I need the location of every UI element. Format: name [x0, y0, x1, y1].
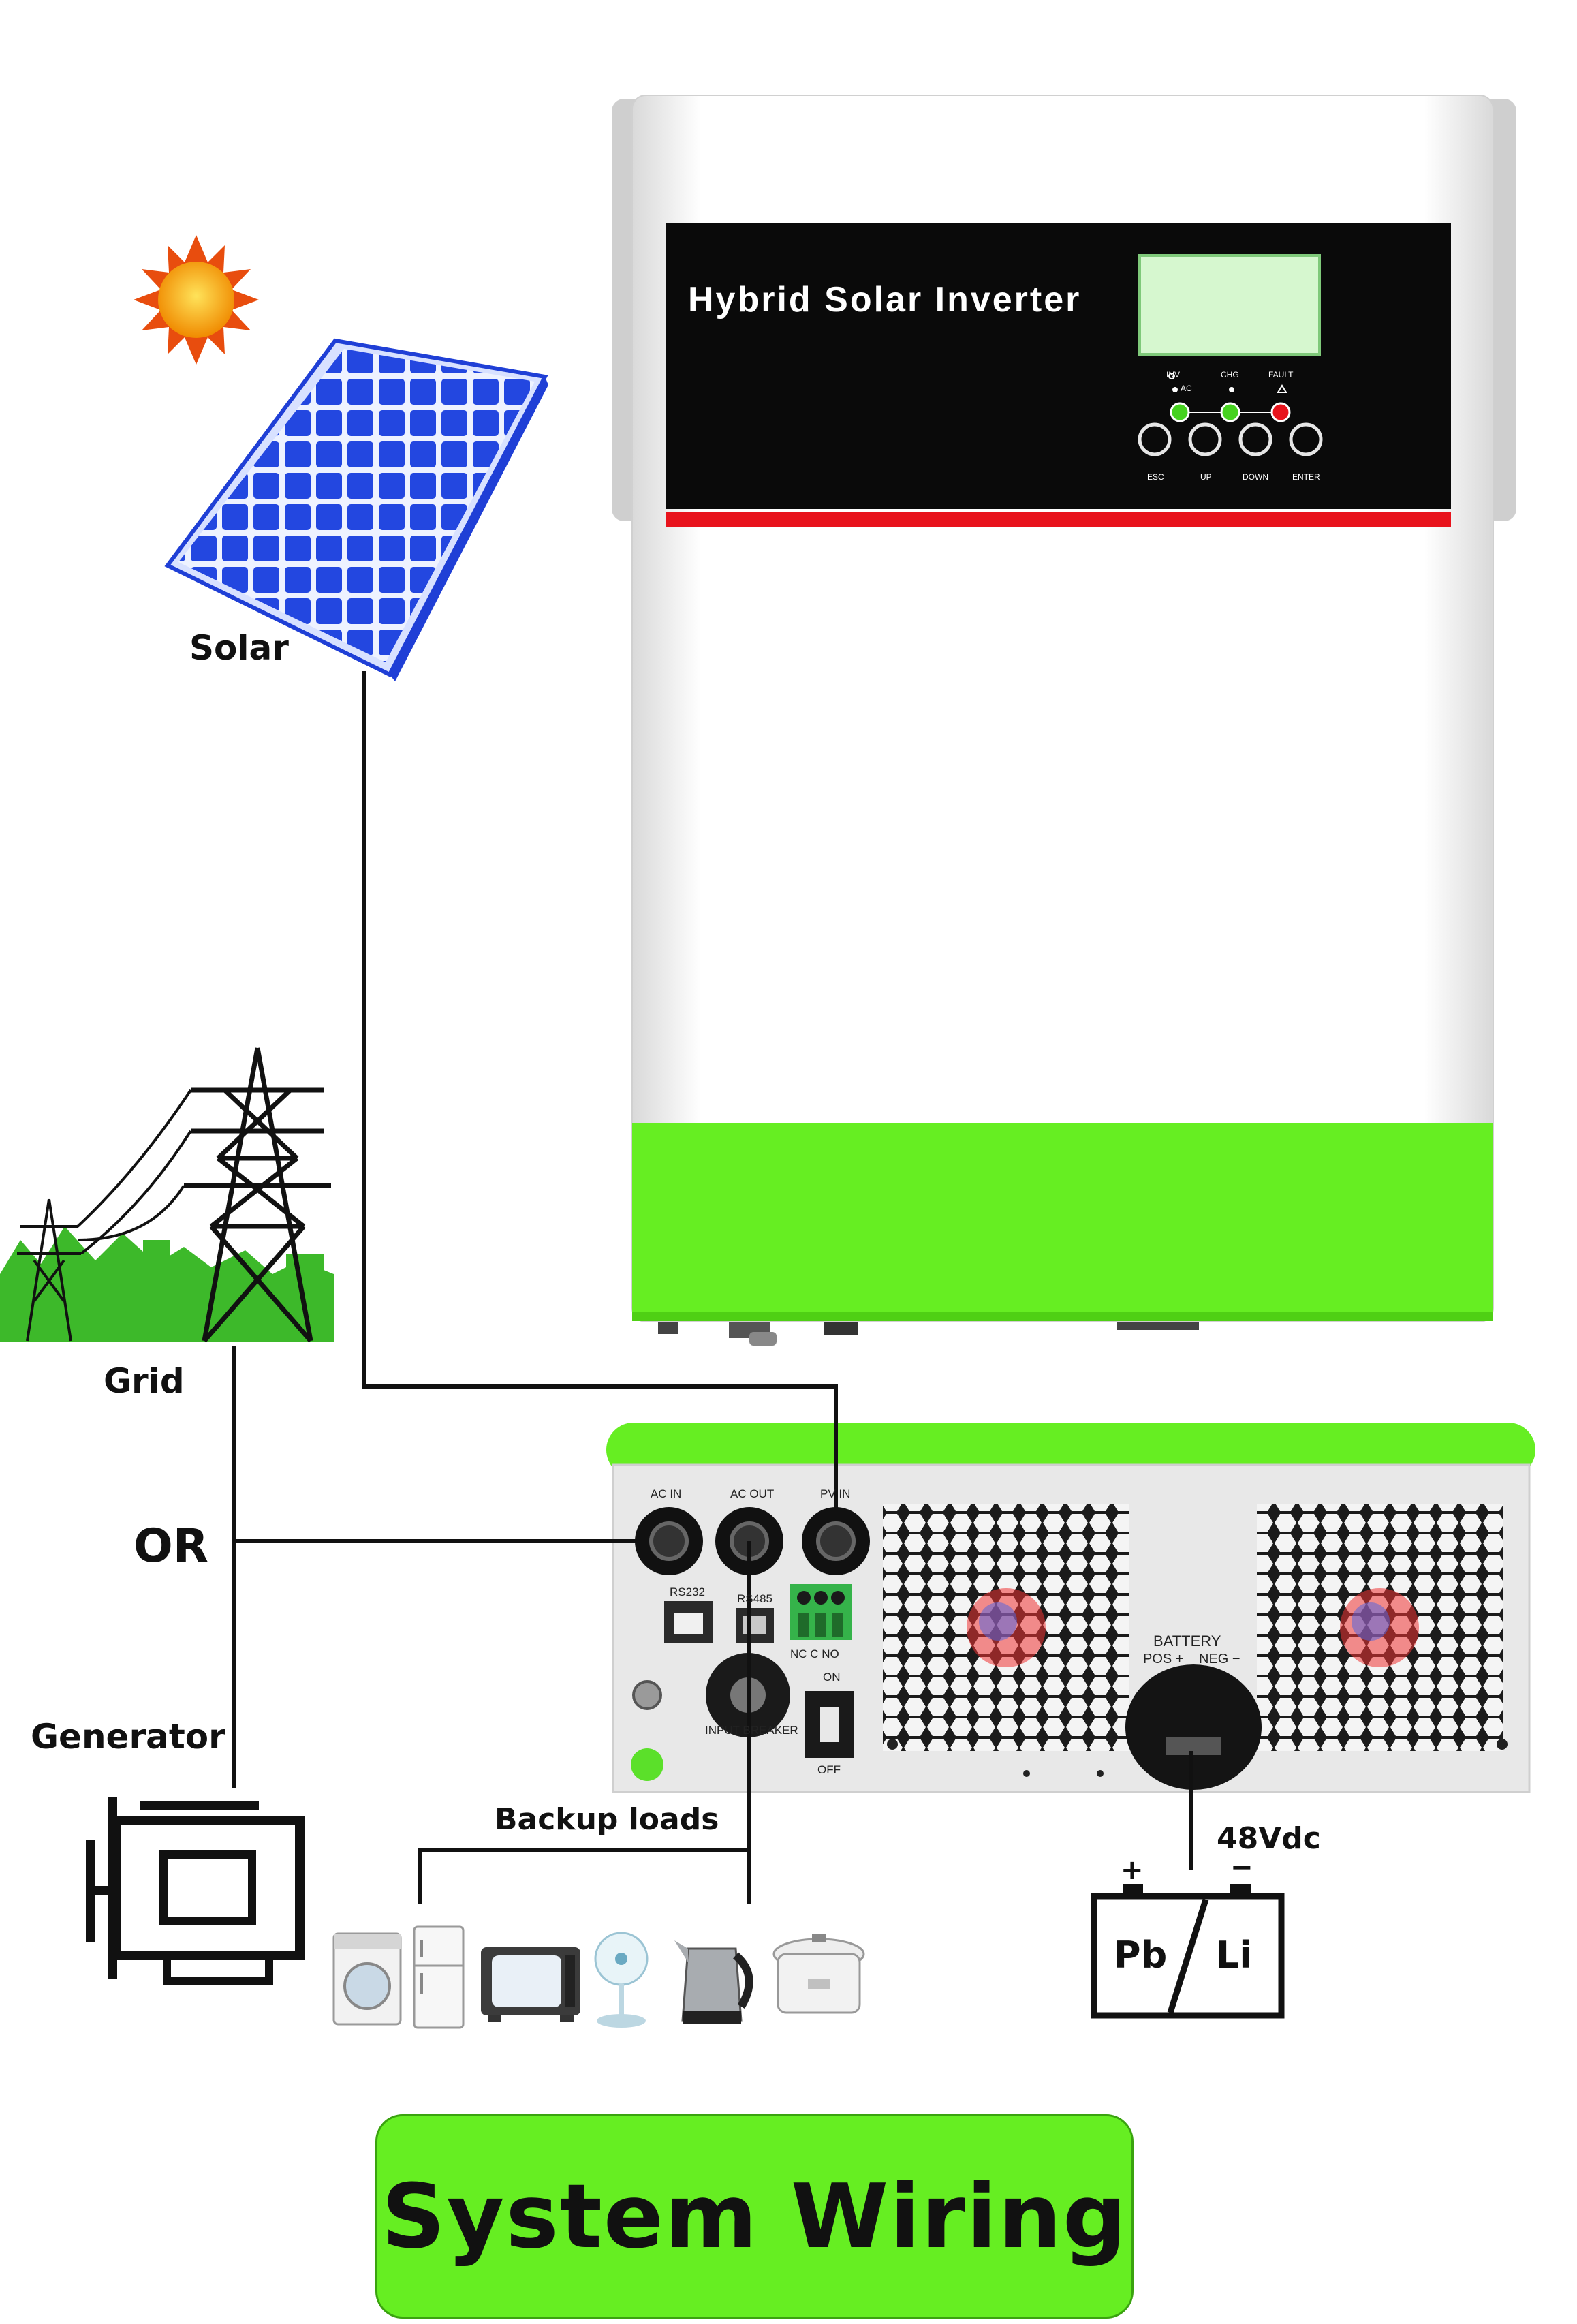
switch-off-label: OFF: [817, 1763, 841, 1776]
television-icon: [481, 1947, 580, 2022]
sun-icon: [134, 235, 259, 365]
solar-label: Solar: [189, 628, 289, 668]
ac-indicator-label: AC: [1181, 384, 1192, 393]
voltage-label: 48Vdc: [1217, 1821, 1321, 1856]
red-stripe: [666, 512, 1451, 527]
battery-gland: [1125, 1664, 1262, 1790]
inverter-rear: [606, 1423, 1535, 1793]
inv-indicator-label: INV: [1166, 370, 1181, 379]
battery-minus-label: −: [1230, 1852, 1253, 1883]
chg-dot-icon: [1229, 387, 1234, 392]
solar-panel-icon: [164, 338, 548, 681]
inv-dot-icon: [1168, 373, 1175, 379]
enter-button[interactable]: [1289, 422, 1323, 456]
generator-icon: [86, 1797, 305, 1985]
fault-warning-icon: [1277, 384, 1287, 393]
grid-tower-icon: [0, 1047, 334, 1343]
pv-in-label: PV IN: [820, 1487, 851, 1500]
fault-indicator-label: FAULT: [1268, 370, 1294, 379]
wires: [232, 671, 1193, 1904]
inverter-front: [612, 95, 1516, 1346]
battery-pb-label: Pb: [1114, 1934, 1168, 1977]
or-label: OR: [134, 1519, 209, 1573]
lcd-screen: [1138, 254, 1321, 356]
neg-label: NEG −: [1199, 1652, 1240, 1667]
ac-led: [1170, 402, 1190, 422]
washing-machine-icon: [332, 1932, 402, 2026]
ac-dot-icon: [1172, 387, 1178, 392]
backup-loads-label: Backup loads: [495, 1802, 719, 1837]
enter-label: ENTER: [1292, 472, 1320, 482]
up-button[interactable]: [1188, 422, 1222, 456]
input-breaker-label: INPUT BREAKER: [705, 1724, 798, 1737]
battery-plus-label: +: [1121, 1855, 1144, 1886]
esc-button[interactable]: [1138, 422, 1172, 456]
page-title: System Wiring: [381, 2165, 1127, 2268]
rear-green-top: [606, 1423, 1535, 1477]
inverter-title: Hybrid Solar Inverter: [688, 280, 1082, 320]
down-label: DOWN: [1243, 472, 1268, 482]
battery-port-label: BATTERY: [1153, 1632, 1221, 1649]
kettle-icon: [674, 1940, 753, 2024]
up-label: UP: [1200, 472, 1212, 482]
switch-on-label: ON: [823, 1671, 841, 1684]
chg-led: [1220, 402, 1240, 422]
rs485-label: RS485: [737, 1592, 772, 1605]
control-panel: [666, 223, 1451, 509]
generator-label: Generator: [31, 1717, 225, 1756]
battery-li-label: Li: [1216, 1934, 1252, 1977]
esc-label: ESC: [1147, 472, 1164, 482]
rice-cooker-icon: [772, 1934, 865, 2014]
green-sticker: [631, 1748, 663, 1781]
rs232-label: RS232: [670, 1585, 705, 1598]
refrigerator-icon: [413, 1925, 465, 2029]
title-banner: System Wiring: [375, 2114, 1134, 2319]
appliances: [332, 1925, 865, 2029]
inverter-green-base: [632, 1123, 1493, 1320]
ac-out-label: AC OUT: [730, 1487, 775, 1500]
down-button[interactable]: [1238, 422, 1272, 456]
fan-icon: [594, 1932, 649, 2028]
pos-label: POS +: [1143, 1652, 1184, 1667]
grid-label: Grid: [104, 1361, 185, 1401]
relay-label: NC C NO: [790, 1647, 839, 1660]
backup-loads-wire: [418, 1848, 749, 1904]
solar-wire: [362, 671, 838, 1519]
ac-in-label: AC IN: [651, 1487, 682, 1500]
fault-led: [1270, 402, 1291, 422]
ground-screw: [632, 1680, 662, 1710]
battery-icon: [1091, 1884, 1285, 2019]
chg-indicator-label: CHG: [1221, 370, 1239, 379]
